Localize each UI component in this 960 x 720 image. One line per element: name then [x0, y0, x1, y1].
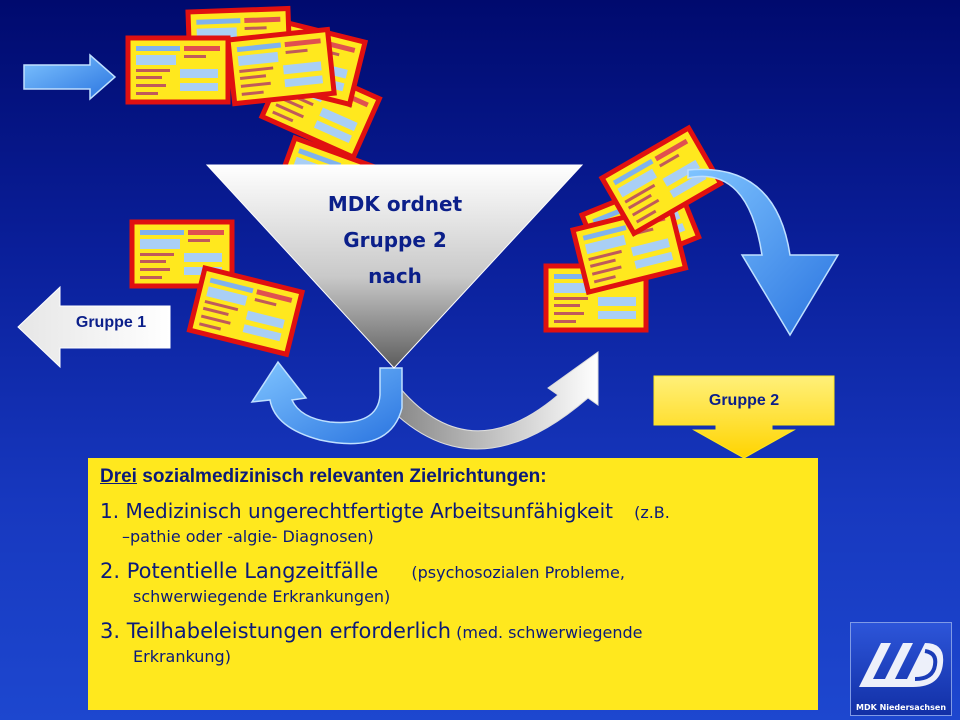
funnel-line-3: nach — [368, 264, 422, 288]
objective-1-main: 1. Medizinisch ungerechtfertigte Arbeits… — [100, 499, 613, 523]
funnel-caption: MDK ordnet Gruppe 2 nach — [300, 186, 490, 294]
group2-arrow — [653, 375, 835, 459]
objective-2-main: 2. Potentielle Langzeitfälle — [100, 559, 379, 583]
funnel-line-1: MDK ordnet — [327, 192, 463, 216]
objective-item-1: 1. Medizinisch ungerechtfertigte Arbeits… — [100, 498, 808, 548]
group2-cards — [546, 128, 721, 330]
objective-item-2: 2. Potentielle Langzeitfälle (psychosozi… — [100, 558, 808, 608]
objectives-title: Drei sozialmedizinisch relevanten Zielri… — [100, 466, 808, 488]
mdk-logo-mark — [859, 643, 944, 687]
entry-arrow — [23, 53, 117, 101]
blue-arrow-right — [687, 168, 840, 337]
objectives-title-underlined: Drei — [100, 466, 137, 487]
objective-1-note: (z.B. — [634, 503, 670, 522]
blue-return-arrow-left — [250, 360, 403, 445]
objectives-box: Drei sozialmedizinisch relevanten Zielri… — [88, 458, 818, 710]
mdk-logo: MDK Niedersachsen — [850, 622, 952, 716]
objective-3-note: (med. schwerwiegende — [456, 623, 643, 642]
objectives-title-rest: sozialmedizinisch relevanten Zielrichtun… — [136, 466, 547, 487]
group2-label: Gruppe 2 — [708, 392, 780, 409]
group1-arrow — [17, 285, 171, 369]
objective-3-main: 3. Teilhabeleistungen erforderlich — [100, 619, 452, 643]
funnel-line-2: Gruppe 2 — [343, 228, 447, 252]
objective-2-note: (psychosozialen Probleme, — [411, 563, 625, 582]
mdk-logo-caption: MDK Niedersachsen — [855, 703, 947, 712]
group1-label: Gruppe 1 — [75, 314, 147, 331]
objective-item-3: 3. Teilhabeleistungen erforderlich (med.… — [100, 618, 808, 668]
objective-2-cont: schwerwiegende Erkrankungen) — [133, 587, 391, 606]
objective-1-cont: –pathie oder -algie- Diagnosen) — [122, 527, 374, 546]
grey-return-arrow — [379, 351, 599, 450]
sorting-funnel — [205, 164, 584, 369]
objective-3-cont: Erkrankung) — [133, 647, 231, 666]
